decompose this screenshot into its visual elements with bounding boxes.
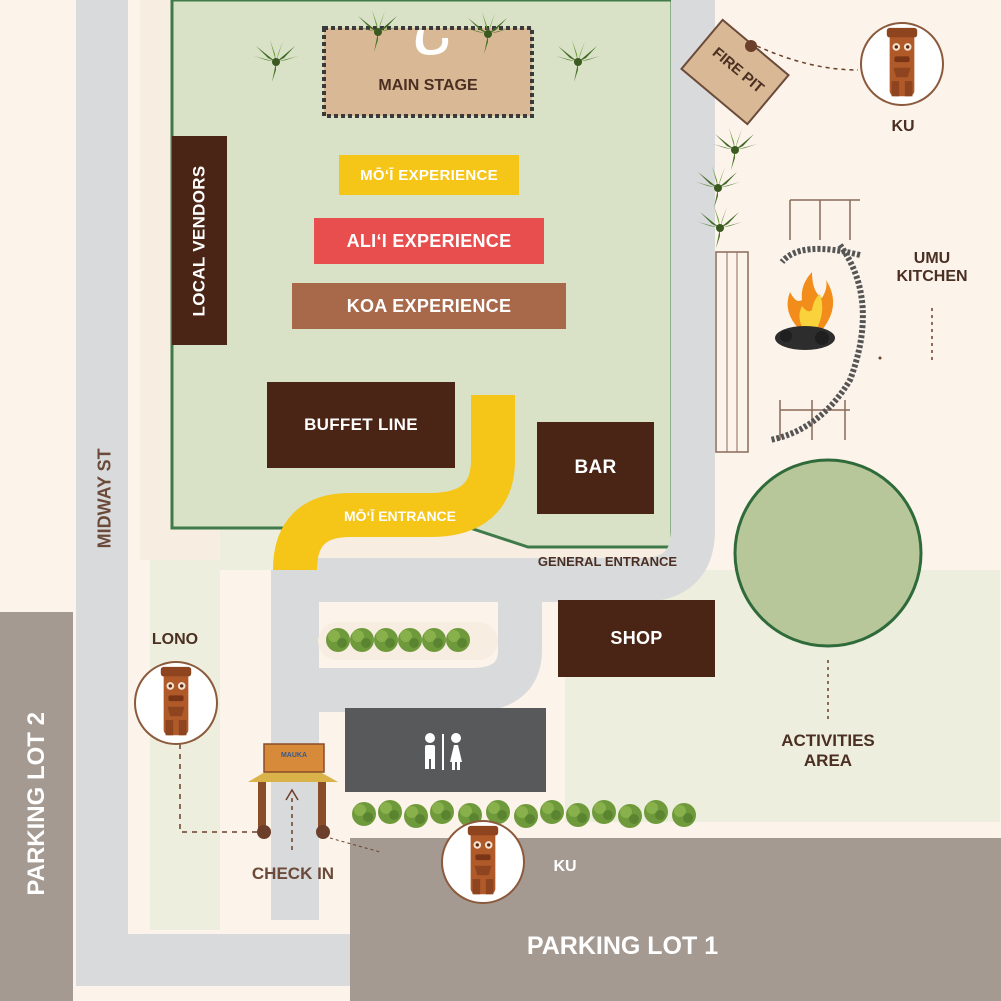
shop-zone: SHOP xyxy=(558,600,715,677)
activities-area-label: ACTIVITIES AREA xyxy=(768,731,888,770)
parking-lot-2 xyxy=(0,612,73,1001)
tiki-icon xyxy=(441,820,525,904)
hut-sign-label: MAUKA xyxy=(280,752,308,759)
ku-bottom-label: KU xyxy=(553,858,577,875)
umu-kitchen-label: UMU KITCHEN xyxy=(892,250,972,287)
restroom xyxy=(345,708,546,792)
fire-icon xyxy=(775,272,835,350)
moi-experience-zone: MŌʻĪ EXPERIENCE xyxy=(339,155,519,195)
umu-kitchen-label-line2: KITCHEN xyxy=(896,268,968,286)
local-vendors-label: LOCAL VENDORS xyxy=(189,165,209,316)
activities-label-line1: ACTIVITIES xyxy=(781,731,875,750)
buffet-line-zone: BUFFET LINE xyxy=(267,382,455,468)
parking-lot-2-label: PARKING LOT 2 xyxy=(23,712,51,896)
umu-kitchen xyxy=(715,199,866,453)
activities-label-line2: AREA xyxy=(803,750,853,770)
koa-experience-zone: KOA EXPERIENCE xyxy=(292,283,566,329)
moi-entrance-path xyxy=(273,395,515,572)
tiki-icon xyxy=(860,22,944,106)
bar-zone: BAR xyxy=(537,422,654,514)
alii-experience-zone: ALIʻI EXPERIENCE xyxy=(314,218,544,264)
restroom-icon xyxy=(425,733,462,770)
check-in-hut xyxy=(248,743,338,839)
activities-area xyxy=(733,458,923,648)
moi-entrance-label: MŌʻĪ ENTRANCE xyxy=(344,508,456,524)
general-entrance-label: GENERAL ENTRANCE xyxy=(537,554,678,569)
umu-kitchen-label-line1: UMU xyxy=(913,250,951,267)
lawn-strip-west xyxy=(150,560,220,930)
main-stage xyxy=(322,26,534,118)
check-in-label: CHECK IN xyxy=(251,864,335,883)
ku-top-label: KU xyxy=(891,118,915,135)
hook-icon xyxy=(415,30,449,55)
roads xyxy=(76,0,715,986)
main-stage-label: MAIN STAGE xyxy=(378,77,478,94)
palm-tree-icon xyxy=(713,128,757,170)
local-vendors-zone: LOCAL VENDORS xyxy=(172,136,227,345)
lono-label: LONO xyxy=(151,631,199,648)
parking-lot-1-label: PARKING LOT 1 xyxy=(526,932,719,960)
midway-st-label: MIDWAY ST xyxy=(94,448,115,549)
tiki-icon xyxy=(134,661,218,745)
